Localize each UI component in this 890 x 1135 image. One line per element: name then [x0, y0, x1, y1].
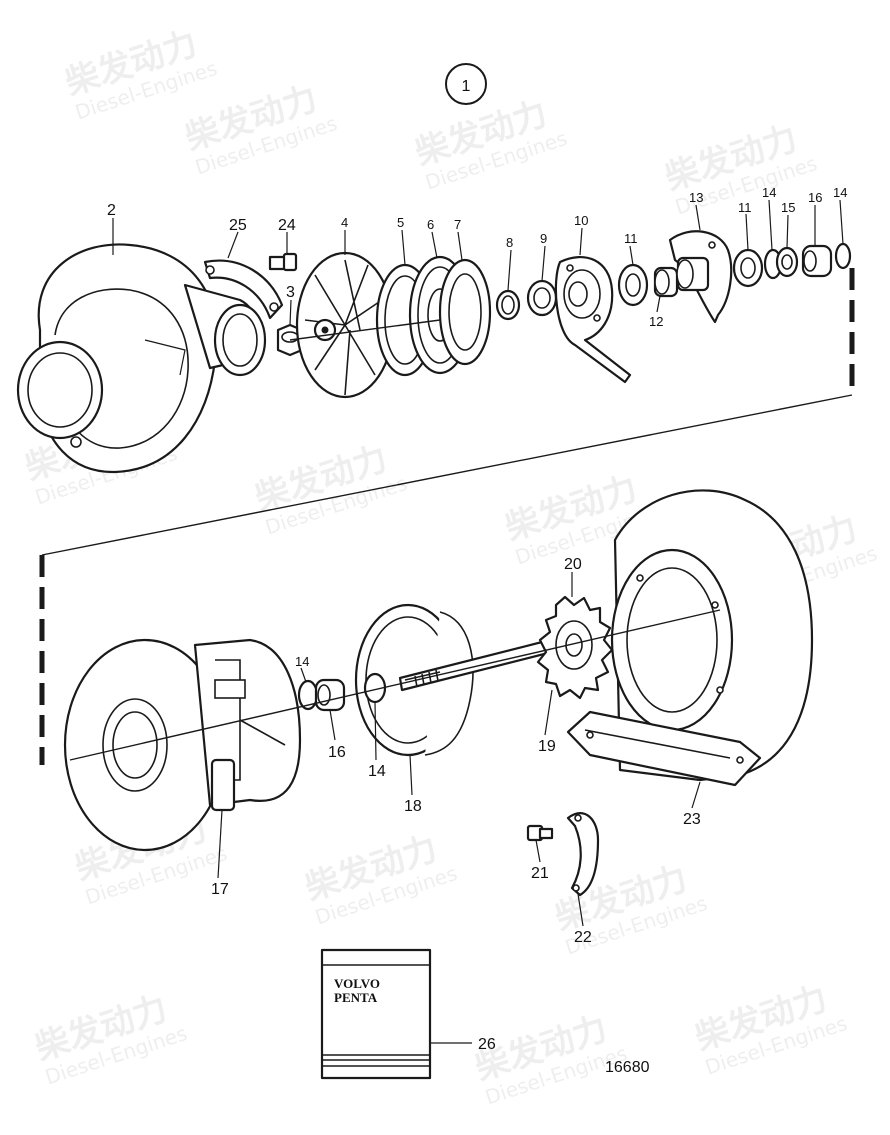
assembly-dashed-lines	[39, 268, 855, 765]
label-part-14b: 14	[833, 185, 847, 200]
label-part-3: 3	[286, 284, 295, 301]
leader-lines	[112, 199, 844, 1044]
sleeve-part-9	[526, 279, 558, 317]
label-part-21: 21	[531, 865, 549, 882]
label-part-17: 17	[211, 881, 229, 898]
bearing-part-16a	[801, 244, 833, 278]
label-part-11a: 11	[624, 231, 638, 246]
circlip-part-14b	[834, 242, 852, 270]
label-part-14c: 14	[295, 654, 309, 669]
thrust-bearing-part-13	[668, 230, 733, 324]
label-part-16b: 16	[328, 744, 346, 761]
screw-part-24	[268, 252, 298, 272]
seal-cover-part-7	[438, 258, 492, 366]
booklet-brand-line-2: PENTA	[334, 990, 378, 1005]
oil-deflector-part-10	[554, 255, 632, 384]
label-part-9: 9	[540, 231, 547, 246]
label-part-8: 8	[506, 235, 513, 250]
group-number: 1	[462, 78, 471, 95]
label-part-19: 19	[538, 738, 556, 755]
label-part-16a: 16	[808, 190, 822, 205]
bearing-part-15	[775, 246, 799, 278]
label-part-20: 20	[564, 556, 582, 573]
label-part-5: 5	[397, 215, 404, 230]
circlip-part-8	[495, 289, 521, 321]
label-part-14d: 14	[368, 763, 386, 780]
label-part-26: 26	[478, 1036, 496, 1053]
thrust-collar-part-12	[653, 266, 679, 298]
label-part-12: 12	[649, 314, 663, 329]
label-part-23: 23	[683, 811, 701, 828]
turbine-housing-part-23	[566, 489, 814, 787]
label-part-2: 2	[107, 202, 116, 219]
label-part-6: 6	[427, 217, 434, 232]
label-part-10: 10	[574, 213, 588, 228]
washer-part-11	[617, 263, 649, 307]
bearing-part-16b	[314, 678, 346, 712]
label-part-18: 18	[404, 798, 422, 815]
label-part-14a: 14	[762, 185, 776, 200]
bolt-part-21	[526, 824, 554, 842]
booklet-brand-line-1: VOLVO	[334, 976, 380, 991]
bearing-housing-part-17	[63, 638, 302, 852]
part-labels: 2 25 24 3 4 5 6 7 8 9 10 11 12 13 11 14 …	[107, 185, 847, 1076]
drawing-number: 16680	[605, 1059, 650, 1076]
group-number-badge: 1	[445, 63, 487, 105]
label-part-25: 25	[229, 217, 247, 234]
turbine-wheel-part-20	[536, 595, 614, 700]
label-part-4: 4	[341, 215, 348, 230]
center-lines	[69, 319, 721, 761]
washer-part-11b	[732, 248, 764, 288]
label-part-22: 22	[574, 929, 592, 946]
label-part-11b: 11	[738, 200, 752, 215]
label-part-7: 7	[454, 217, 461, 232]
label-part-24: 24	[278, 217, 296, 234]
label-part-15: 15	[781, 200, 795, 215]
compressor-housing-part-2	[16, 243, 267, 474]
retaining-plate-part-25	[203, 259, 284, 320]
parts-booklet-part-26: VOLVO PENTA	[320, 948, 432, 1080]
lock-plate-part-22	[566, 812, 600, 897]
label-part-13: 13	[689, 190, 703, 205]
